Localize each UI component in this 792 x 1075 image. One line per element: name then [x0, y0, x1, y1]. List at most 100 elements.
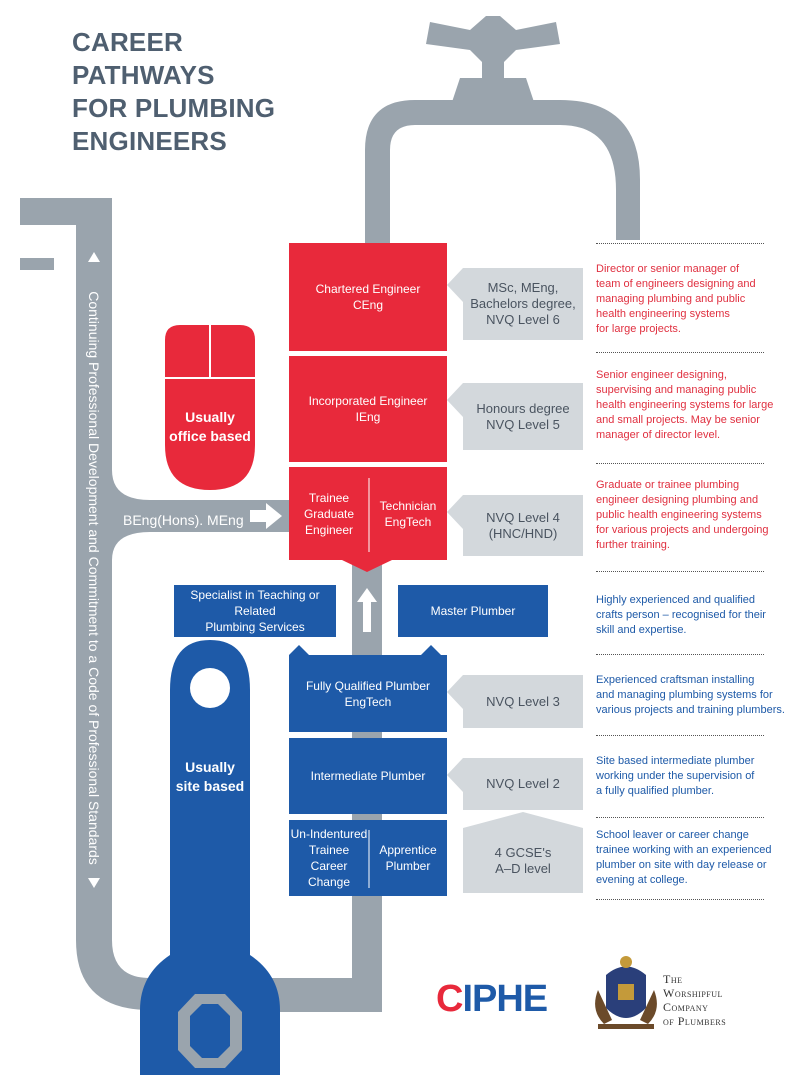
desc-6-line3: a fully qualified plumber. [596, 785, 715, 797]
qual-bg-3 [447, 495, 583, 556]
qual-bg-1 [447, 268, 583, 340]
ciphe-logo-c: C [436, 978, 463, 1020]
main-pipe-left [20, 198, 320, 1010]
desc-1-line5: for large projects. [596, 323, 681, 335]
desc-5-line2: and managing plumbing systems for [596, 689, 773, 701]
desc-6-line1: Site based intermediate plumber [596, 755, 755, 767]
qualification-5: NVQ Level 2 [463, 758, 583, 810]
role-master-plumber: Master Plumber [398, 585, 548, 637]
worshipful-company-logo: The Worshipful Company of Plumbers [663, 972, 726, 1028]
fully-bg [289, 645, 447, 732]
qualification-2-line2: NVQ Level 5 [486, 416, 560, 432]
pipe-stub [20, 258, 54, 270]
desc-2-line5: manager of director level. [596, 429, 721, 441]
desc-7-line2: trainee working with an experienced [596, 844, 772, 856]
desc-7-line3: plumber on site with day release or [596, 859, 767, 871]
specialist-line2: Plumbing Services [205, 620, 305, 634]
separator-7 [596, 817, 764, 818]
desc-6-line2: working under the supervision of [596, 770, 755, 782]
qualification-3: NVQ Level 4 (HNC/HND) [463, 495, 583, 556]
trainee-line3: Engineer [304, 522, 354, 537]
page-title: CAREER PATHWAYS FOR PLUMBING ENGINEERS [72, 26, 332, 158]
desc-5-line3: various projects and training plumbers. [596, 704, 785, 716]
apprentice-bg [289, 820, 447, 896]
red-box-3-bg [289, 467, 447, 572]
desc-1-line3: managing plumbing and public [596, 293, 746, 305]
desc-3-line3: public health engineering systems [596, 509, 762, 521]
desc-1-line4: health engineering systems [596, 308, 730, 320]
qualification-6-line1: 4 GCSE's [494, 845, 552, 860]
ciphe-logo-rest: IPHE [462, 978, 548, 1020]
site-label-2: site based [175, 778, 245, 794]
arrow-down-icon [88, 878, 100, 888]
apprentice-line2: Plumber [385, 859, 431, 873]
desc-2-line2: supervising and managing public [596, 384, 757, 396]
desc-3-line1: Graduate or trainee plumbing [596, 479, 740, 491]
unindentured-line1: Un-Indentured [290, 827, 368, 841]
role-incorporated-engineer: Incorporated Engineer IEng [289, 356, 447, 462]
qualification-4-line1: NVQ Level 3 [486, 693, 560, 709]
separator-2 [596, 352, 764, 353]
role-specialist: Specialist in Teaching or Related Plumbi… [174, 585, 336, 637]
specialist-bg [174, 585, 336, 637]
office-label-2: office based [169, 428, 251, 444]
separator-6 [596, 735, 764, 736]
separator-3 [596, 463, 764, 464]
separator-5 [596, 654, 764, 655]
qualification-2: Honours degree NVQ Level 5 [463, 383, 583, 450]
specialist-line1: Specialist in Teaching or Related [190, 588, 320, 618]
arrow-up-icon [88, 252, 100, 262]
master-bg [398, 585, 548, 637]
desc-7-line1: School leaver or career change [596, 829, 749, 841]
separator-8 [596, 899, 764, 900]
desc-2-line4: and small projects. May be senior [596, 414, 760, 426]
description-graduate: Graduate or trainee plumbing engineer de… [596, 478, 786, 553]
worshipful-line3: Company [663, 1000, 709, 1014]
title-line-3: ENGINEERS [72, 126, 227, 156]
desc-5-line1: Experienced craftsman installing [596, 674, 755, 686]
degree-route-label: BEng(Hons). MEng [123, 512, 244, 528]
worshipful-crest [595, 956, 657, 1029]
technician-line2: EngTech [384, 514, 432, 529]
desc-4-line2: crafts person – recognised for their [596, 609, 766, 621]
role-fully-qualified-plumber: Fully Qualified Plumber EngTech [289, 655, 447, 732]
title-line-1: CAREER PATHWAYS [72, 27, 215, 90]
trainee-line1: Trainee [308, 490, 350, 505]
description-fully-qualified: Experienced craftsman installing and man… [596, 673, 786, 718]
fully-line1: Fully Qualified Plumber [305, 678, 431, 693]
desc-2-line1: Senior engineer designing, [596, 369, 727, 381]
qualification-3-line2: (HNC/HND) [488, 525, 558, 541]
desc-3-line2: engineer designing plumbing and [596, 494, 759, 506]
red-box-1-bg [289, 243, 447, 351]
role-incorporated-line1: Incorporated Engineer [308, 394, 428, 408]
role-incorporated-line2: IEng [355, 410, 381, 424]
qualification-5-line1: NVQ Level 2 [486, 776, 560, 791]
desc-4-line3: skill and expertise. [596, 624, 687, 636]
qual-bg-5 [447, 758, 583, 810]
worshipful-line4: of Plumbers [663, 1014, 727, 1028]
intermediate-bg [289, 738, 447, 814]
qualification-6-line2: A–D level [495, 861, 551, 876]
technician-line1: Technician [379, 498, 437, 513]
qual-bg-2 [447, 383, 583, 450]
separator-4 [596, 571, 764, 572]
ciphe-logo: CIPHE [436, 978, 548, 1021]
qualification-1-line2: Bachelors degree, [470, 296, 576, 311]
role-unindentured-trainee: Un-Indentured Trainee Career Change [289, 820, 369, 896]
route-arrow-icon [250, 503, 282, 529]
qualification-1: MSc, MEng, Bachelors degree, NVQ Level 6 [463, 268, 583, 340]
role-chartered-line1: Chartered Engineer [315, 282, 421, 296]
qual-bg-6 [463, 812, 583, 893]
unindentured-line2: Trainee Career [308, 843, 350, 873]
qualification-1-line3: NVQ Level 6 [486, 312, 560, 327]
apprentice-line1: Apprentice [379, 843, 437, 857]
unindentured-line3: Change [307, 875, 351, 889]
mouse-cable [112, 470, 290, 560]
trainee-line2: Graduate [303, 506, 355, 521]
mouse-icon [165, 325, 255, 490]
worshipful-line2: Worshipful [663, 986, 723, 1000]
qualification-1-line1: MSc, MEng, [487, 280, 559, 295]
site-label-1: Usually [185, 759, 235, 775]
master-label: Master Plumber [430, 604, 516, 618]
